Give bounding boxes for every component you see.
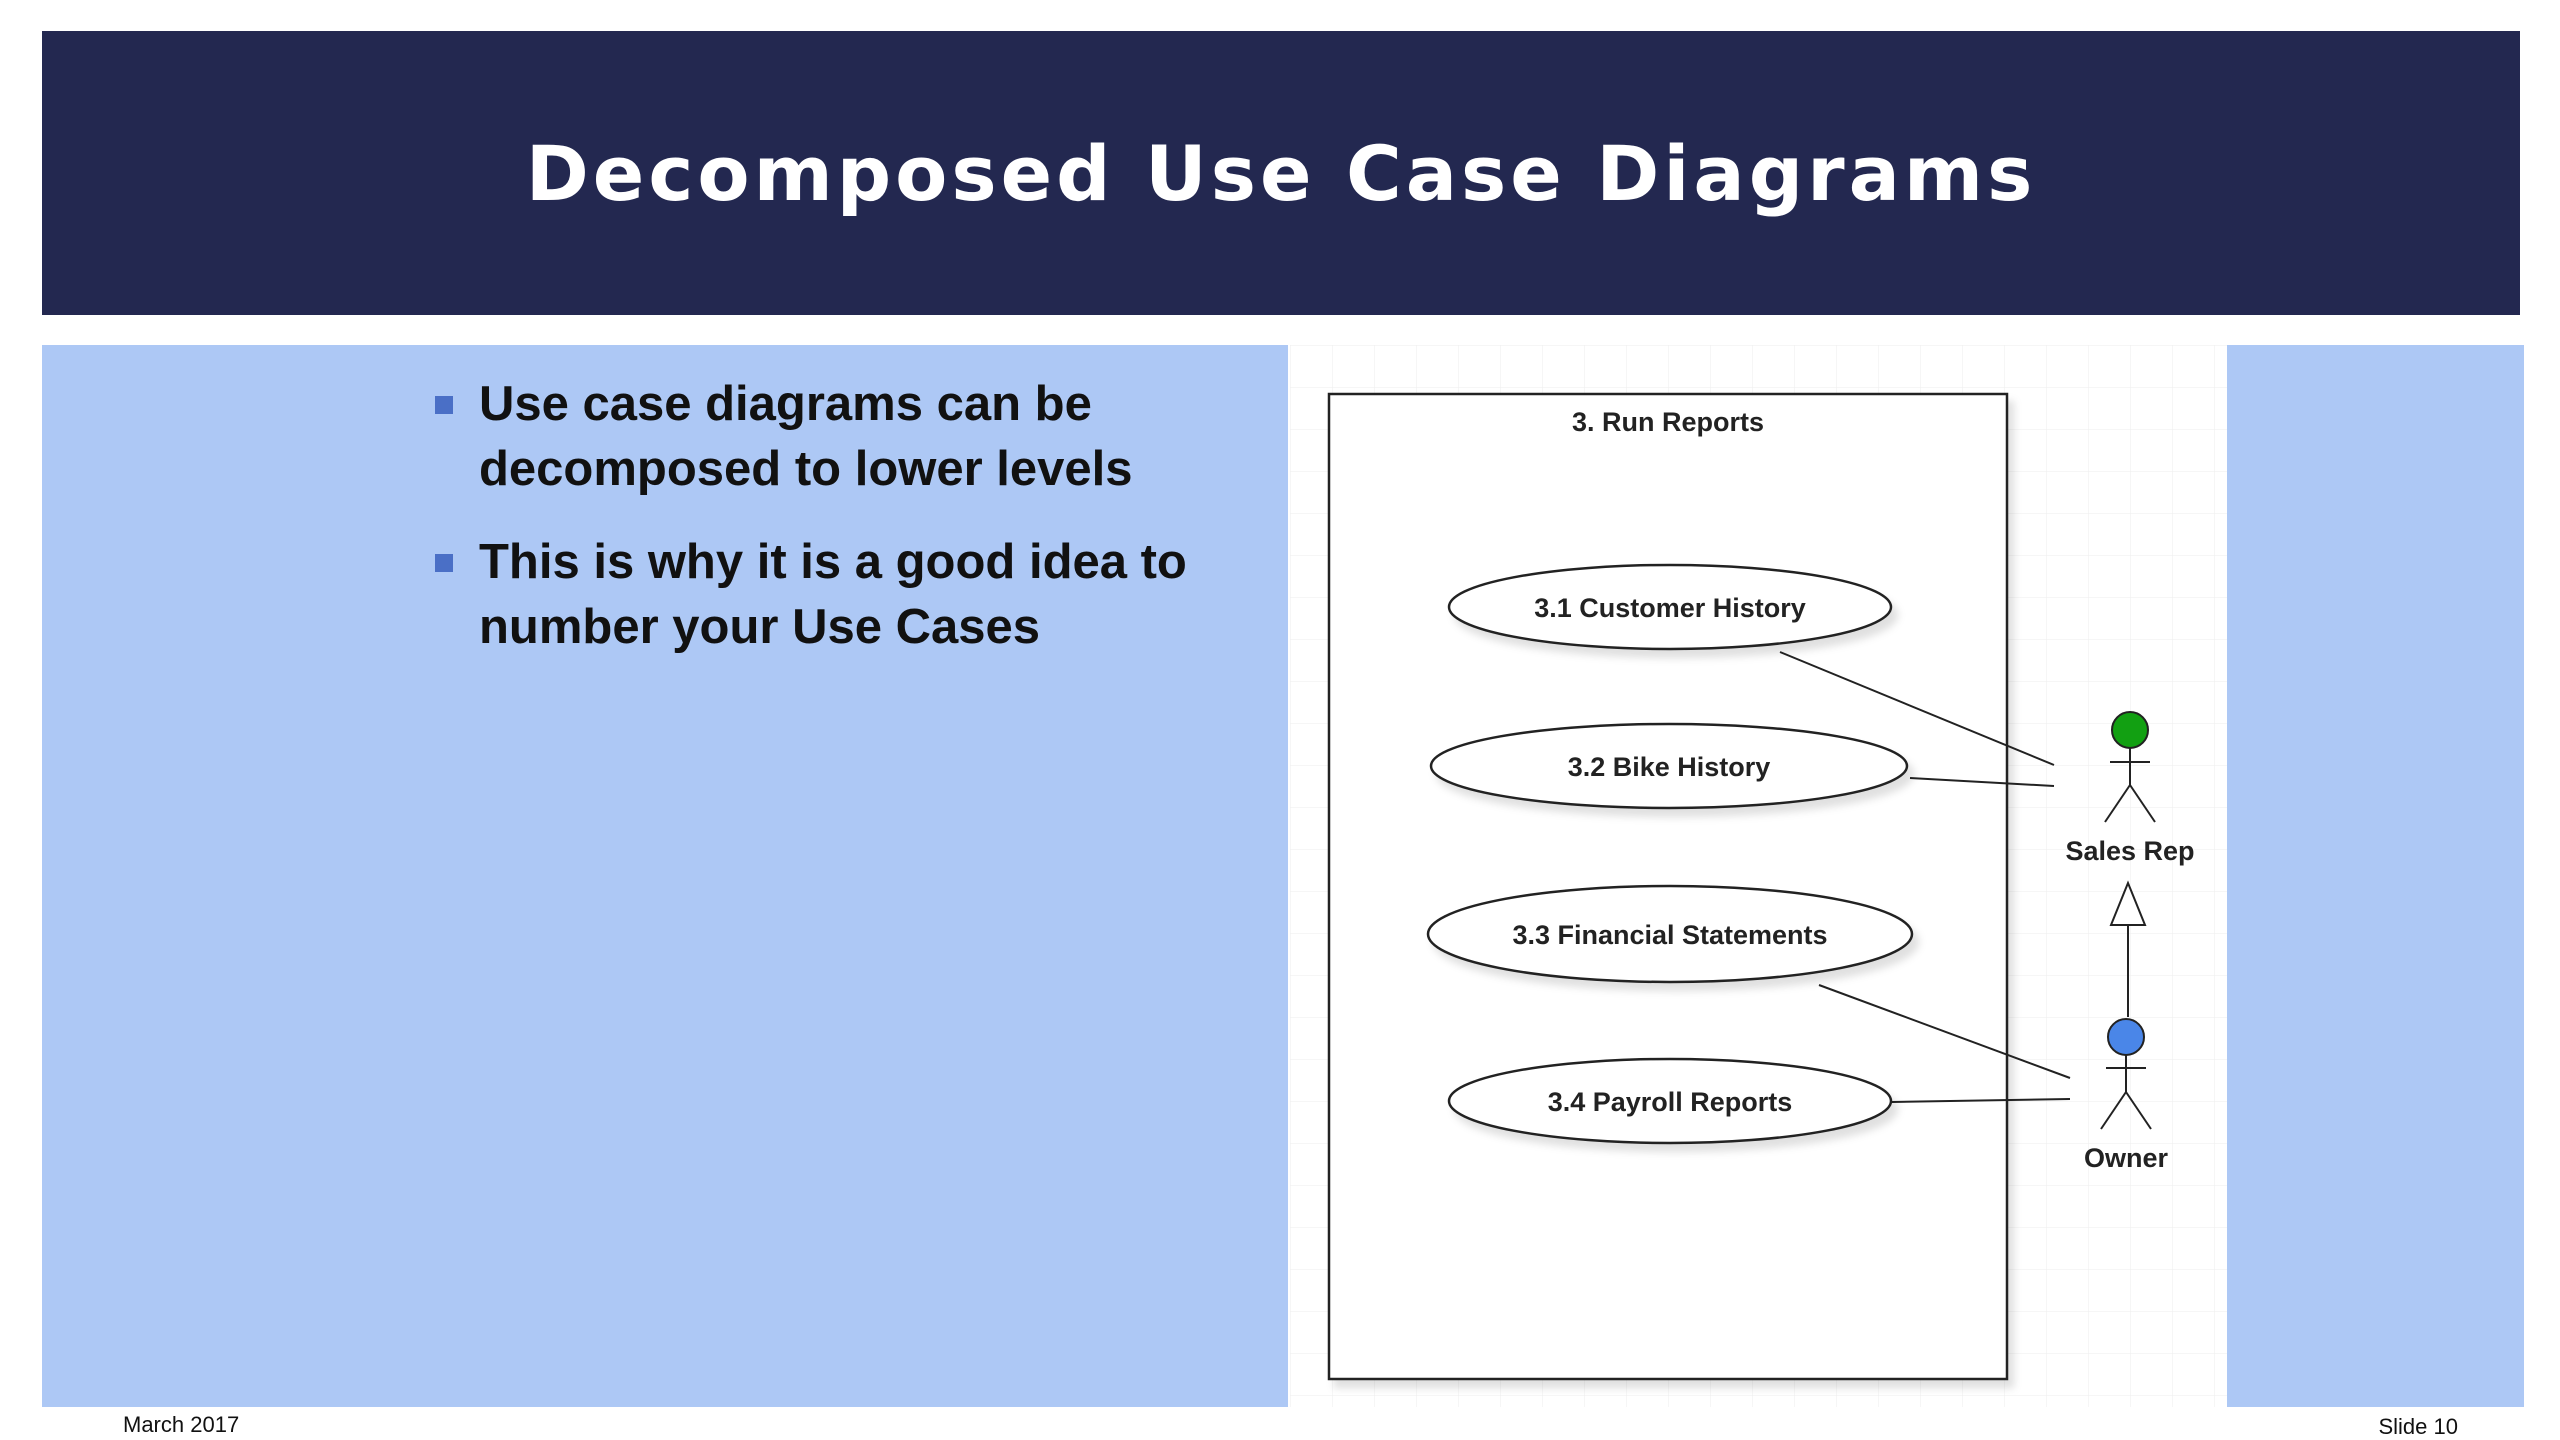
actor-label: Owner bbox=[2084, 1143, 2169, 1173]
use-case-3-2: 3.2 Bike History bbox=[1429, 722, 1909, 810]
bullet-square-icon bbox=[435, 396, 453, 414]
use-case-3-4: 3.4 Payroll Reports bbox=[1447, 1057, 1893, 1145]
use-case-label: 3.1 Customer History bbox=[1534, 593, 1806, 623]
left-content-panel bbox=[42, 345, 1288, 1407]
actor-head-icon bbox=[2107, 1018, 2145, 1056]
association-line bbox=[1818, 984, 2071, 1079]
association-line bbox=[1891, 1098, 2071, 1103]
use-case-ellipse bbox=[1447, 563, 1893, 651]
use-case-ellipse bbox=[1426, 884, 1914, 984]
association-line bbox=[1909, 777, 2055, 787]
use-case-3-1: 3.1 Customer History bbox=[1447, 563, 1893, 651]
actor-leg bbox=[2100, 1091, 2127, 1130]
use-case-label: 3.3 Financial Statements bbox=[1512, 920, 1827, 950]
bullet-text: This is why it is a good idea to number … bbox=[479, 535, 1187, 654]
generalization-arrow-icon bbox=[2109, 880, 2147, 926]
association-line bbox=[1779, 651, 2055, 766]
bullet-square-icon bbox=[435, 554, 453, 572]
actor-owner: Owner bbox=[2084, 1018, 2169, 1173]
bullet-item: This is why it is a good idea to number … bbox=[435, 530, 1235, 660]
slide-title: Decomposed Use Case Diagrams bbox=[525, 128, 2037, 218]
bullet-text: Use case diagrams can be decomposed to l… bbox=[479, 377, 1133, 496]
actor-label: Sales Rep bbox=[2065, 836, 2194, 866]
bullet-list: Use case diagrams can be decomposed to l… bbox=[435, 372, 1235, 688]
title-bar: Decomposed Use Case Diagrams bbox=[42, 31, 2520, 315]
use-case-label: 3.4 Payroll Reports bbox=[1548, 1087, 1793, 1117]
bullet-item: Use case diagrams can be decomposed to l… bbox=[435, 372, 1235, 502]
use-case-ellipse bbox=[1429, 722, 1909, 810]
right-accent-strip bbox=[2227, 345, 2524, 1407]
use-case-ellipse bbox=[1447, 1057, 1893, 1145]
actor-sales-rep: Sales Rep bbox=[2065, 711, 2195, 866]
system-boundary bbox=[1327, 392, 2009, 1381]
use-case-3-3: 3.3 Financial Statements bbox=[1426, 884, 1914, 984]
system-title: 3. Run Reports bbox=[1572, 407, 1764, 437]
actor-leg bbox=[2104, 784, 2131, 823]
actor-head-icon bbox=[2111, 711, 2149, 749]
use-case-diagram: 3. Run Reports 3.1 Customer History 3.2 … bbox=[1290, 345, 2227, 1407]
actor-leg bbox=[2129, 784, 2156, 823]
footer-date: March 2017 bbox=[123, 1412, 240, 1437]
footer-slide-number: Slide 10 bbox=[2378, 1414, 2458, 1439]
actor-leg bbox=[2125, 1091, 2152, 1130]
use-case-label: 3.2 Bike History bbox=[1568, 752, 1771, 782]
